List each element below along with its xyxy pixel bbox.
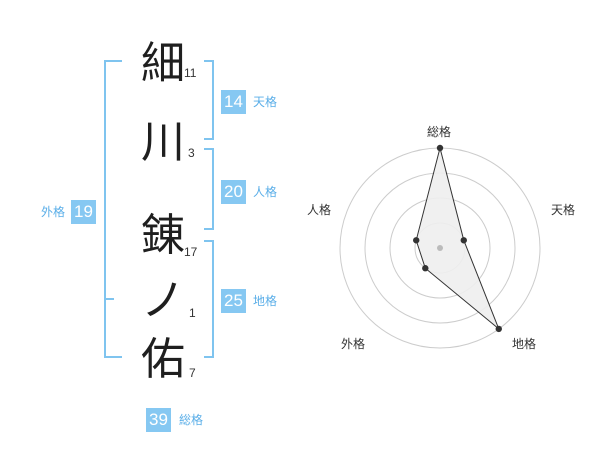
radar-axis-label-gaikaku: 外格 bbox=[341, 337, 366, 351]
radar-center-dot bbox=[437, 245, 443, 251]
radar-polygon bbox=[415, 147, 500, 330]
outer-bracket-top bbox=[104, 60, 122, 62]
radar-point bbox=[422, 265, 429, 272]
name-char-3: 錬 bbox=[141, 210, 185, 261]
stroke-count-2: 3 bbox=[188, 146, 195, 160]
tenkaku-bracket-line bbox=[212, 60, 214, 140]
name-char-4: ノ bbox=[141, 275, 185, 326]
gaikaku-label: 外格 bbox=[41, 205, 66, 219]
stroke-count-4: 1 bbox=[189, 306, 196, 320]
jinkaku-value: 20 bbox=[221, 180, 246, 204]
soukaku-label: 総格 bbox=[179, 413, 204, 427]
outer-bracket-line bbox=[104, 60, 106, 358]
outer-bracket-tick bbox=[104, 298, 114, 300]
chikaku-bracket-top bbox=[204, 240, 214, 242]
stroke-count-1: 11 bbox=[184, 66, 197, 80]
radar-point bbox=[460, 237, 467, 244]
jinkaku-bracket-top bbox=[204, 148, 214, 150]
chikaku-bracket-bottom bbox=[204, 356, 214, 358]
radar-points bbox=[413, 144, 502, 333]
tenkaku-label: 天格 bbox=[253, 95, 278, 109]
radar-axis-label-tenkaku: 天格 bbox=[551, 203, 576, 217]
name-char-2: 川 bbox=[141, 117, 185, 168]
radar-axis-label-chikaku: 地格 bbox=[512, 337, 537, 351]
radar-point bbox=[436, 144, 444, 152]
soukaku-value: 39 bbox=[146, 408, 171, 432]
tenkaku-value: 14 bbox=[221, 90, 246, 114]
jinkaku-bracket-line bbox=[212, 148, 214, 230]
jinkaku-bracket-bottom bbox=[204, 228, 214, 230]
outer-bracket-bottom bbox=[104, 356, 122, 358]
tenkaku-bracket-bottom bbox=[204, 138, 214, 140]
jinkaku-label: 人格 bbox=[253, 185, 278, 199]
stroke-count-5: 7 bbox=[189, 366, 196, 380]
chikaku-value: 25 bbox=[221, 289, 246, 313]
tenkaku-bracket-top bbox=[204, 60, 214, 62]
name-char-5: 佑 bbox=[141, 334, 185, 385]
radar-axis-label-jinkaku: 人格 bbox=[307, 203, 332, 217]
chikaku-bracket-line bbox=[212, 240, 214, 358]
radar-point bbox=[413, 237, 420, 244]
gaikaku-value: 19 bbox=[71, 200, 96, 224]
stroke-count-3: 17 bbox=[184, 245, 198, 259]
name-char-1: 細 bbox=[141, 38, 185, 89]
radar-point bbox=[495, 325, 502, 333]
radar-axis-label-soukaku: 総格 bbox=[427, 125, 452, 139]
chikaku-label: 地格 bbox=[253, 294, 278, 308]
